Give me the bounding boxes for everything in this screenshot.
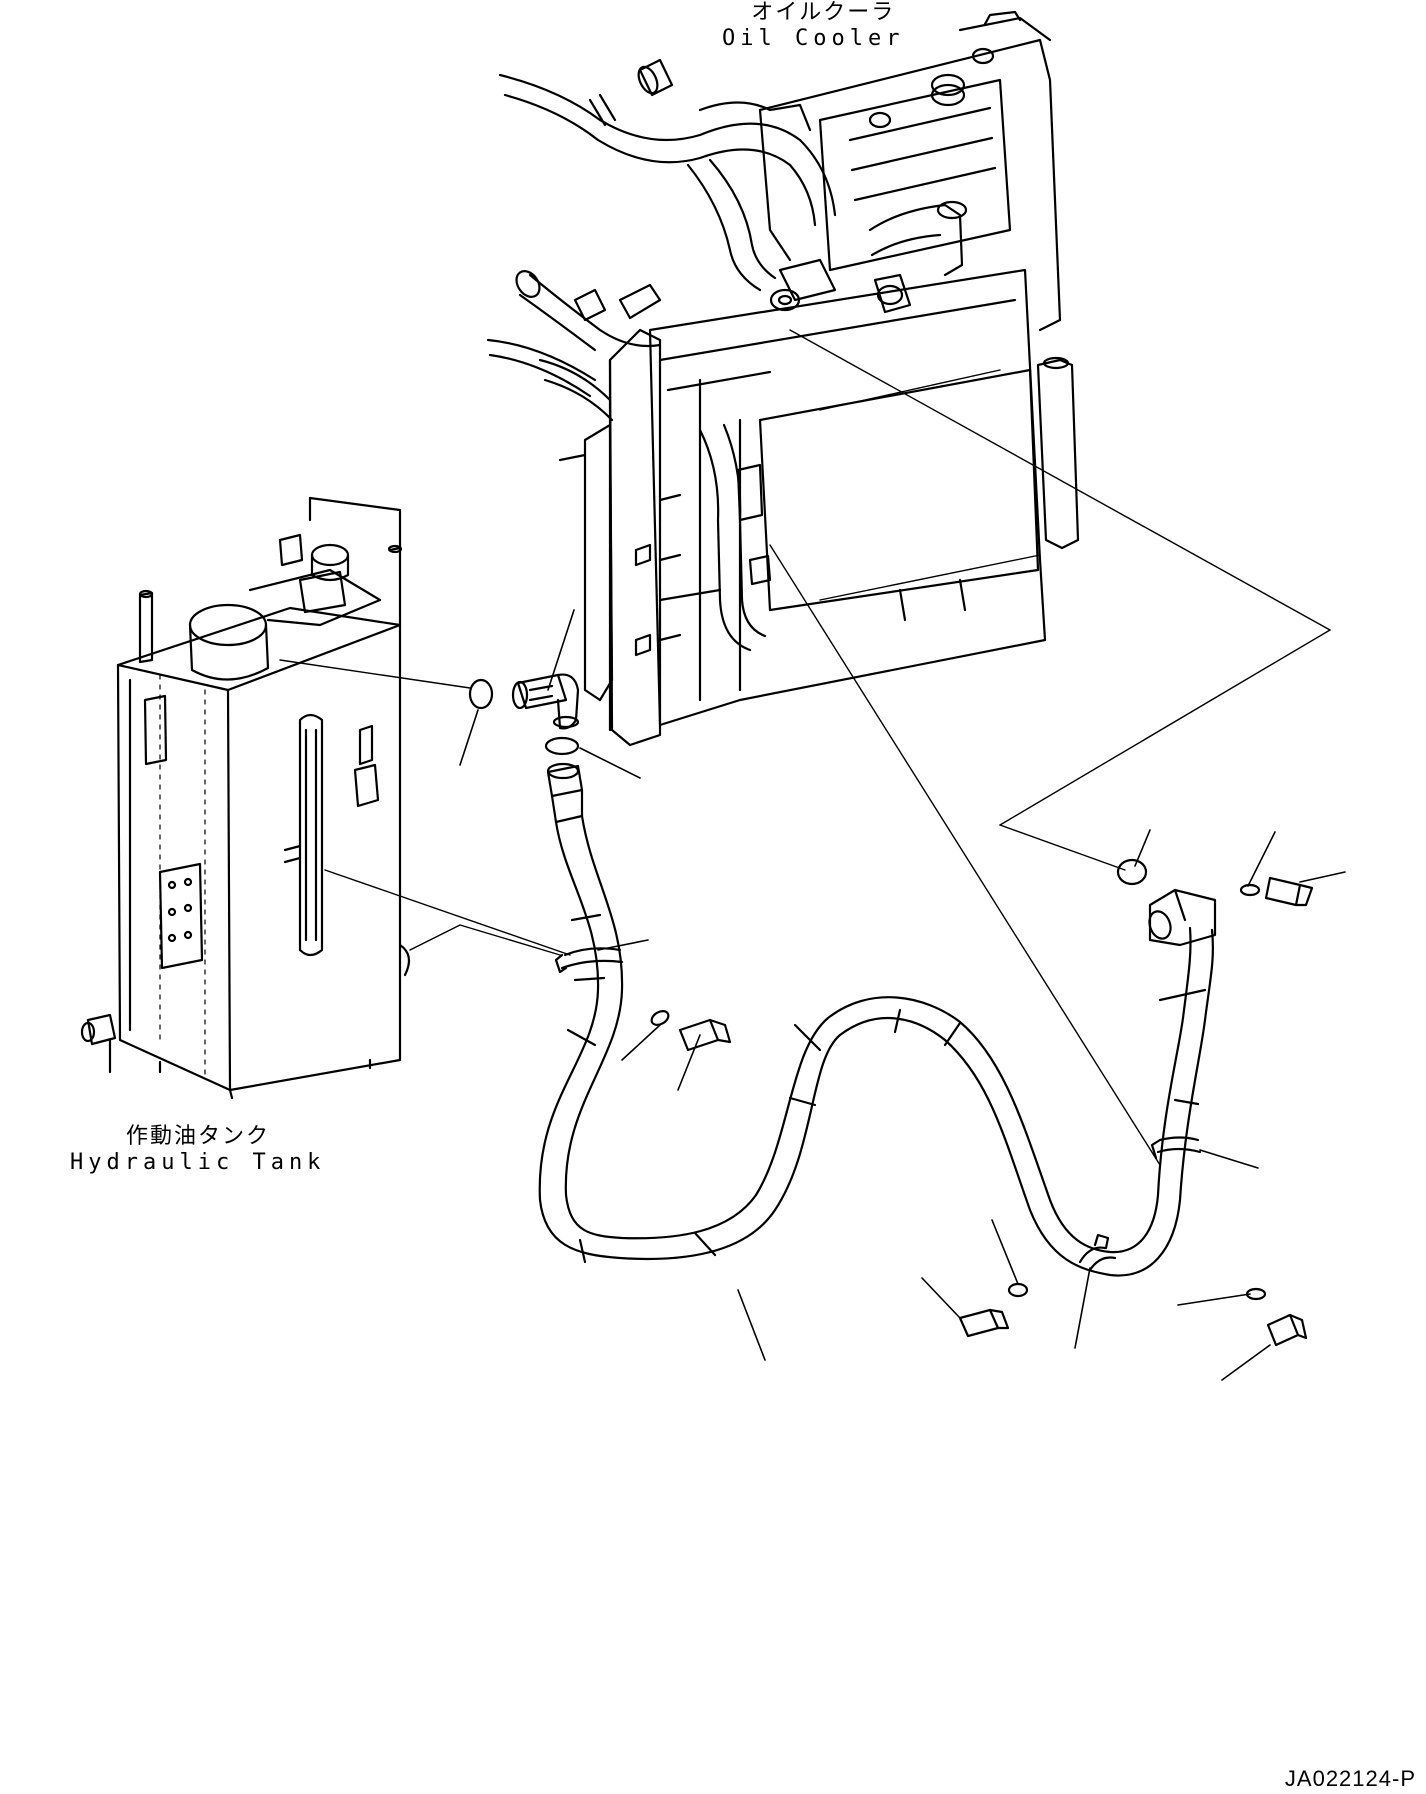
- hose-clamp-2: [1150, 1136, 1202, 1160]
- oil-cooler-label-en: Oil Cooler: [722, 26, 905, 51]
- bolt-4: [1264, 876, 1314, 907]
- bolt-3: [1266, 1313, 1308, 1347]
- oil-cooler-label: オイルクーラ Oil Cooler: [722, 0, 904, 52]
- o-ring-cooler: [1116, 858, 1148, 886]
- elbow-fitting: [511, 673, 580, 730]
- leader-lines-cooler: [769, 329, 1331, 1166]
- oil-cooler-assembly: [486, 10, 1080, 747]
- o-ring-elbow: [544, 736, 580, 756]
- bolt-1: [678, 1018, 732, 1052]
- bolt-2: [958, 1308, 1010, 1338]
- hydraulic-tank-label: 作動油タンク Hydraulic Tank: [70, 1124, 325, 1176]
- washer-2: [1007, 1282, 1029, 1298]
- washer-1: [650, 1010, 670, 1026]
- oil-cooler-label-jp: オイルクーラ: [751, 0, 896, 25]
- oil-cooler-hose: [538, 762, 1217, 1277]
- drawing-code: JA022124-P: [1284, 1766, 1416, 1791]
- o-ring-tank: [468, 678, 494, 710]
- hose-clamp-1: [554, 947, 624, 974]
- hydraulic-tank-label-en: Hydraulic Tank: [70, 1150, 326, 1175]
- part-callout-leaders: [459, 609, 1346, 1381]
- washer-4: [1239, 883, 1261, 897]
- leader-lines-tank: [279, 659, 571, 956]
- hose-clamp-3: [1078, 1233, 1117, 1272]
- hydraulic-tank-label-jp: 作動油タンク: [126, 1124, 271, 1149]
- hydraulic-tank: [80, 496, 411, 1100]
